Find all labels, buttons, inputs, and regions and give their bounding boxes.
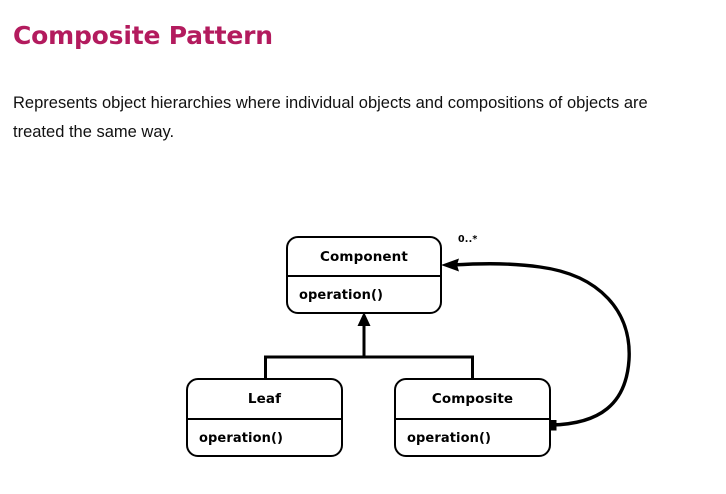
class-operation-leaf: operation() xyxy=(199,430,284,446)
inheritance-arrowhead-icon xyxy=(357,312,371,326)
class-operations-row-composite: operation() xyxy=(396,420,549,455)
class-box-composite[interactable]: Composite operation() xyxy=(394,378,551,457)
class-operations-row-leaf: operation() xyxy=(188,420,341,455)
class-operation-component: operation() xyxy=(299,287,384,303)
composition-curve xyxy=(451,262,631,427)
class-title-row-composite: Composite xyxy=(396,380,549,420)
page-description: Represents object hierarchies where indi… xyxy=(13,94,648,141)
page-title: Composite Pattern xyxy=(13,21,273,50)
class-name-composite: Composite xyxy=(431,391,514,407)
class-operation-composite: operation() xyxy=(407,430,492,446)
class-box-component[interactable]: Component operation() xyxy=(286,236,442,314)
class-name-leaf: Leaf xyxy=(247,391,282,407)
composition-arrowhead-icon xyxy=(441,258,459,272)
class-title-row-leaf: Leaf xyxy=(188,380,341,420)
composition-diamond-icon xyxy=(546,420,557,431)
class-box-leaf[interactable]: Leaf operation() xyxy=(186,378,343,457)
class-name-component: Component xyxy=(320,248,408,265)
multiplicity-label: 0..* xyxy=(458,234,478,245)
class-title-row-component: Component xyxy=(288,238,440,277)
class-operations-row-component: operation() xyxy=(288,277,440,312)
